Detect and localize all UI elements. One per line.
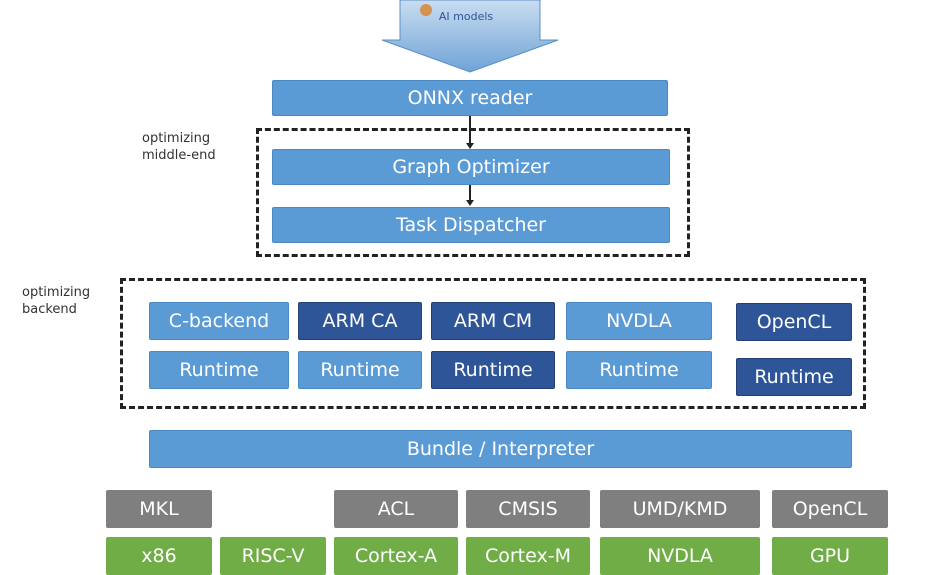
library-mkl: MKL: [106, 490, 212, 528]
middle-end-group: [256, 128, 690, 257]
arrowhead-optimizer: [466, 143, 474, 149]
hardware-gpu: GPU: [772, 537, 888, 575]
task-dispatcher-box: Task Dispatcher: [272, 207, 670, 243]
backend-group: [120, 278, 866, 409]
runtime-opencl: Runtime: [736, 358, 852, 396]
hardware-risc-v: RISC-V: [220, 537, 326, 575]
runtime-nvdla: Runtime: [566, 351, 712, 389]
backend-arm-cm: ARM CM: [431, 302, 555, 340]
library-acl: ACL: [334, 490, 458, 528]
ai-models-input-arrow: [381, 0, 559, 73]
runtime-c-backend: Runtime: [149, 351, 289, 389]
library-cmsis: CMSIS: [466, 490, 590, 528]
onnx-reader-box: ONNX reader: [272, 80, 668, 116]
hardware-nvdla: NVDLA: [600, 537, 760, 575]
backend-arm-ca: ARM CA: [298, 302, 422, 340]
model-icon: [420, 4, 432, 16]
backend-nvdla: NVDLA: [566, 302, 712, 340]
hardware-cortex-m: Cortex-M: [466, 537, 590, 575]
runtime-arm-cm: Runtime: [431, 351, 555, 389]
connector-optimizer-dispatcher: [469, 185, 471, 201]
middle-end-label: optimizing middle-end: [142, 131, 216, 163]
hardware-cortex-a: Cortex-A: [334, 537, 458, 575]
ai-models-label: AI models: [438, 10, 494, 23]
hardware-x86: x86: [106, 537, 212, 575]
graph-optimizer-box: Graph Optimizer: [272, 149, 670, 185]
bundle-interpreter-box: Bundle / Interpreter: [149, 430, 852, 468]
runtime-arm-ca: Runtime: [298, 351, 422, 389]
backend-opencl: OpenCL: [736, 303, 852, 341]
arrowhead-dispatcher: [466, 200, 474, 206]
backend-c-backend: C-backend: [149, 302, 289, 340]
backend-label: optimizing backend: [22, 285, 91, 317]
library-opencl: OpenCL: [772, 490, 888, 528]
library-umd-kmd: UMD/KMD: [600, 490, 760, 528]
